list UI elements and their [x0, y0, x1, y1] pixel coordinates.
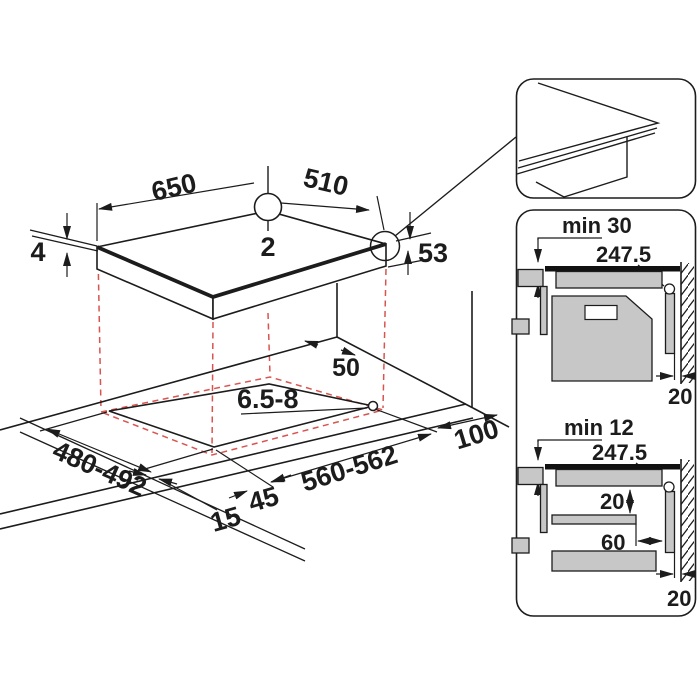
detail-leader-line — [394, 136, 517, 237]
cabinet-rail-2 — [511, 537, 530, 554]
rear-trim-bar-oven — [664, 292, 676, 355]
cross-section-panel: min 30 247.5 — [511, 209, 697, 617]
wall-hatching-shelf — [681, 460, 694, 581]
dim-glass-thickness: 4 — [30, 213, 71, 277]
shelf-section — [551, 514, 637, 525]
wall-hatching-oven — [681, 263, 694, 383]
worktop-cutout — [108, 383, 379, 448]
rear-hole-oven — [663, 283, 676, 295]
glass-corner-bevel-1 — [517, 127, 658, 169]
cabinet-side-panel-2 — [539, 483, 548, 534]
corner-detail-marker — [369, 136, 517, 262]
hob-glass-section — [545, 266, 680, 272]
hole-position-marker: 2 — [253, 166, 283, 262]
hob-glass-section-2 — [545, 464, 680, 470]
glass-edge-line-2 — [31, 235, 99, 252]
dim-side-distance-label: 100 — [450, 413, 502, 455]
hole-offset-oven-label: 247.5 — [596, 242, 651, 267]
dim-hole-diameter-label: 6.5-8 — [237, 384, 299, 414]
hob-glass-top — [29, 210, 387, 300]
rear-trim-bar-shelf — [664, 490, 676, 554]
dim-rear-distance: 50 — [304, 340, 360, 382]
hob-body-section-2 — [555, 468, 663, 487]
oven-vent — [584, 304, 618, 321]
worktop-front-edge-top — [0, 403, 467, 515]
cabinet-side-panel — [539, 285, 548, 336]
dim-rear-distance-label: 50 — [332, 354, 360, 382]
hole-offset-shelf-label: 247.5 — [592, 440, 647, 465]
shelf-gap-label: 20 — [600, 489, 624, 514]
dim-hob-width-label: 650 — [149, 168, 200, 207]
dim-hob-depth-label: 510 — [301, 163, 352, 202]
hole-position-label: 2 — [260, 232, 275, 262]
dim-cutout-depth-label: 480-492 — [48, 435, 151, 503]
dim-cutout-length: 560-562 — [215, 408, 438, 498]
section-shelf: min 12 247.5 20 60 — [511, 415, 696, 611]
worktop-end-edge — [336, 336, 474, 409]
hob-body-section — [555, 270, 663, 289]
projection-lines — [97, 252, 387, 456]
dim-hob-height-label: 53 — [418, 238, 448, 268]
rear-hole-shelf — [663, 481, 675, 493]
fixing-hole — [367, 400, 379, 412]
glass-corner-top — [518, 82, 661, 162]
drawer-section — [551, 550, 657, 572]
hob-footprint-outline — [98, 376, 386, 456]
rear-gap-oven-label: 20 — [668, 384, 692, 409]
worktop-back-edge — [0, 336, 338, 431]
dim-hob-height: 53 — [387, 212, 448, 275]
glass-corner-bevel-2 — [516, 132, 656, 175]
cabinet-corner-body — [535, 137, 628, 198]
rear-gap-shelf-label: 20 — [667, 586, 691, 611]
min-clearance-shelf-label: min 12 — [564, 415, 634, 440]
dim-side-distance: 100 — [437, 413, 502, 455]
section-oven: min 30 247.5 — [511, 213, 696, 409]
hob-body — [96, 242, 387, 321]
dim-cutout-length-label: 560-562 — [298, 439, 402, 497]
dim-hole-diameter: 6.5-8 — [237, 384, 368, 415]
oven-section — [551, 295, 653, 382]
worktop-section-left — [517, 268, 544, 288]
dim-front-distance-label: 45 — [245, 481, 282, 518]
cabinet-rail — [511, 318, 530, 335]
edge-detail-panel — [515, 78, 697, 199]
worktop-outline — [0, 283, 510, 562]
worktop-section-left-2 — [517, 466, 544, 486]
min-clearance-oven-label: min 30 — [562, 213, 632, 238]
dim-glass-thickness-label: 4 — [30, 237, 45, 267]
dim-cutout-depth: 480-492 — [39, 411, 214, 503]
